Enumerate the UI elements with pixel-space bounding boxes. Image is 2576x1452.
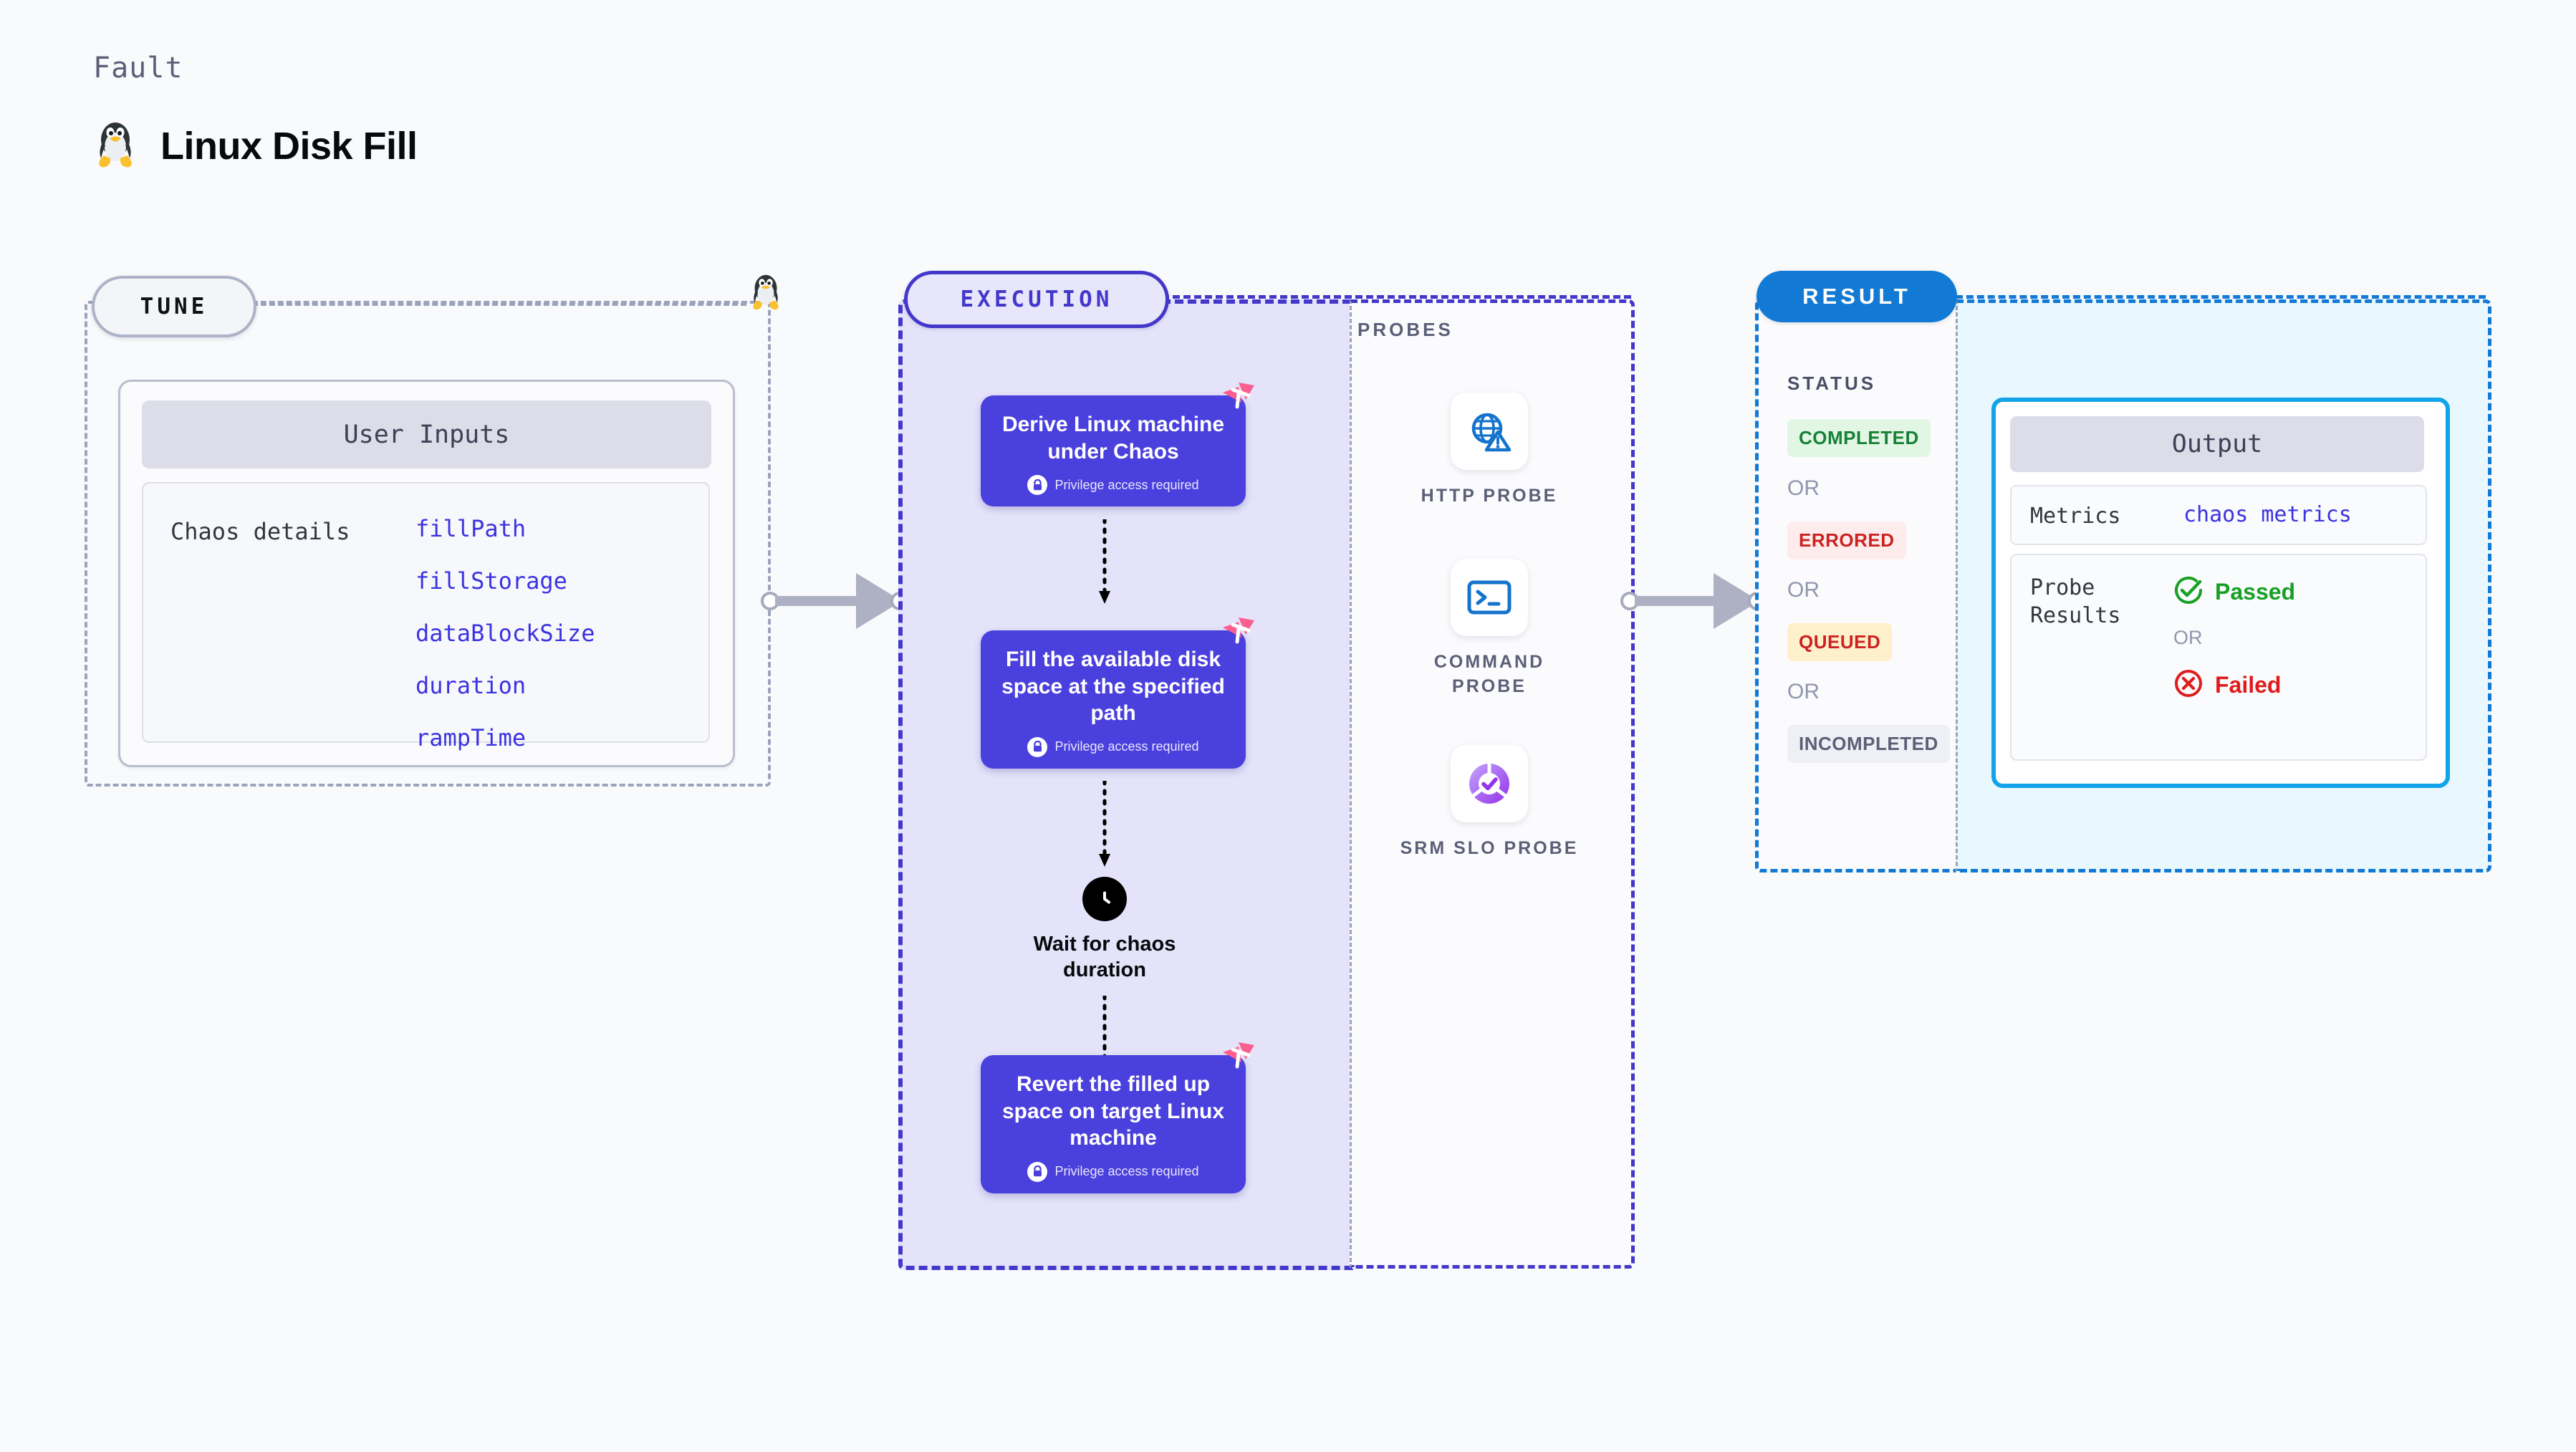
output-header: Output: [2010, 416, 2424, 472]
execution-step-privilege: Privilege access required: [994, 1161, 1233, 1182]
probe-result-or: OR: [2173, 627, 2203, 648]
chaos-details-label: Chaos details: [170, 518, 350, 545]
probe-result-failed: Failed: [2173, 668, 2281, 702]
execution-step-card-2[interactable]: Fill the available disk space at the spe…: [981, 617, 1254, 769]
metrics-row: Metrics chaos metrics: [2010, 485, 2427, 545]
tune-top-dashed-line: [252, 303, 746, 306]
litmus-logo-icon: [1217, 380, 1257, 417]
execution-stage-pill[interactable]: EXECUTION: [904, 271, 1169, 328]
execution-step-card-3[interactable]: Revert the filled up space on target Lin…: [981, 1042, 1254, 1193]
page-title: Linux Disk Fill: [160, 124, 418, 168]
status-badge-errored: ERRORED: [1787, 521, 1906, 559]
probes-section-label: PROBES: [1357, 319, 1453, 340]
passed-label: Passed: [2215, 579, 2296, 605]
chaos-params-list: fillPath fillStorage dataBlockSize durat…: [415, 515, 595, 777]
execution-arrow-1: [1099, 519, 1110, 604]
execution-step-privilege: Privilege access required: [994, 736, 1233, 757]
privilege-text: Privilege access required: [1054, 739, 1199, 754]
x-circle-icon: [2173, 668, 2203, 702]
execution-step-card-1[interactable]: Derive Linux machine under Chaos Privile…: [981, 383, 1254, 506]
page-kicker: Fault: [93, 52, 183, 85]
slo-donut-check-icon: [1451, 745, 1528, 822]
linux-penguin-node-icon: [749, 271, 783, 316]
status-or-1: OR: [1787, 476, 1820, 500]
lock-icon: [1027, 475, 1048, 495]
status-badge-completed: COMPLETED: [1787, 419, 1931, 457]
failed-label: Failed: [2215, 672, 2282, 698]
param-fill-path[interactable]: fillPath: [415, 515, 527, 542]
lock-icon: [1027, 1161, 1048, 1182]
clock-icon: [1082, 877, 1127, 921]
param-data-block-size[interactable]: dataBlockSize: [415, 620, 595, 647]
param-duration[interactable]: duration: [415, 672, 527, 699]
probe-label: SRM SLO PROBE: [1400, 838, 1579, 858]
execution-step-title: Fill the available disk space at the spe…: [1001, 648, 1225, 725]
execution-step-title: Derive Linux machine under Chaos: [1001, 413, 1225, 463]
param-fill-storage[interactable]: fillStorage: [415, 567, 567, 595]
probe-label: HTTP PROBE: [1421, 486, 1558, 506]
privilege-text: Privilege access required: [1054, 1164, 1199, 1178]
user-inputs-card: User Inputs Chaos details fillPath fillS…: [118, 380, 735, 767]
privilege-text: Privilege access required: [1054, 477, 1199, 492]
status-badge-queued: QUEUED: [1787, 623, 1893, 661]
litmus-logo-icon: [1217, 1039, 1257, 1077]
tune-stage-frame: [85, 301, 771, 787]
result-top-dashed-line: [1956, 295, 2486, 299]
wait-for-chaos-label: Wait for chaos duration: [1033, 933, 1176, 982]
user-inputs-header: User Inputs: [142, 400, 711, 468]
lock-icon: [1027, 736, 1048, 757]
user-inputs-body: Chaos details fillPath fillStorage dataB…: [142, 482, 710, 751]
probe-item-command[interactable]: COMMAND PROBE: [1396, 559, 1582, 699]
terminal-icon: [1451, 559, 1528, 636]
status-badge-incompleted: INCOMPLETED: [1787, 725, 1950, 763]
litmus-logo-icon: [1217, 615, 1257, 652]
connector-line: [775, 596, 865, 606]
connector-line: [1635, 596, 1722, 606]
status-or-3: OR: [1787, 680, 1820, 703]
result-stage-pill[interactable]: RESULT: [1756, 271, 1957, 322]
execution-step-privilege: Privilege access required: [994, 475, 1233, 495]
probe-label: COMMAND PROBE: [1433, 652, 1545, 696]
execution-top-dashed-line: [1162, 295, 1631, 299]
execution-arrow-2: [1099, 781, 1110, 867]
param-ramp-time[interactable]: rampTime: [415, 724, 527, 751]
status-or-2: OR: [1787, 578, 1820, 602]
linux-penguin-icon: [93, 118, 138, 173]
metrics-key: Metrics: [2030, 504, 2121, 529]
check-circle-icon: [2173, 575, 2203, 609]
globe-warning-icon: [1451, 393, 1528, 470]
page-title-row: Linux Disk Fill: [93, 118, 418, 173]
metrics-value-link[interactable]: chaos metrics: [2183, 502, 2352, 527]
probe-item-srm-slo[interactable]: SRM SLO PROBE: [1396, 745, 1582, 861]
tune-stage-pill[interactable]: TUNE: [92, 276, 256, 337]
probe-item-http[interactable]: HTTP PROBE: [1396, 393, 1582, 509]
execution-step-title: Revert the filled up space on target Lin…: [1001, 1072, 1225, 1150]
status-label: STATUS: [1787, 372, 1877, 394]
probe-result-passed: Passed: [2173, 575, 2295, 609]
